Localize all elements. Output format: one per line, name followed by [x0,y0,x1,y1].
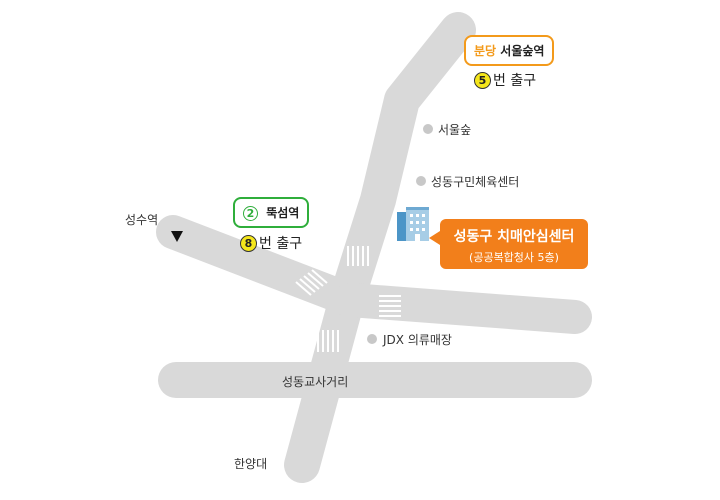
seoulforest-station-badge: 분당 서울숲역 [464,35,555,66]
poi-dot [367,334,377,344]
bundang-line-label: 분당 [474,44,497,58]
poi-dot [416,176,426,186]
jdx-store-label: JDX 의류매장 [383,333,452,347]
target-name: 성동구 치매안심센터 [453,229,575,245]
road-to-seongsu [156,215,367,317]
main-road-label: 성동교사거리 [282,375,349,389]
road-north-south [284,12,476,483]
exit-text: 번 출구 [493,73,537,89]
seoulforest-station-name: 서울숲역 [500,44,545,58]
seoulforest-poi-label: 서울숲 [438,123,472,137]
poi-dot [423,124,433,134]
ttukseom-station-name: 뚝섬역 [266,206,300,220]
exit-number-badge: 8 [240,235,257,252]
target-callout: 성동구 치매안심센터 (공공복합청사 5층) [429,219,588,269]
down-triangle-icon [171,231,183,242]
hanyang-label: 한양대 [234,457,268,471]
line2-number-icon: 2 [243,206,258,221]
target-sub: (공공복합청사 5층) [469,251,559,264]
sports-center-label: 성동구민체육센터 [431,175,520,189]
road-east [333,283,592,334]
ttukseom-station-badge: 2 뚝섬역 [233,197,310,228]
seongsu-station-label: 성수역 [125,213,159,227]
building-icon [397,207,429,241]
exit-text: 번 출구 [259,236,303,252]
crosswalks [295,246,401,352]
exit-number-badge: 5 [474,72,491,89]
